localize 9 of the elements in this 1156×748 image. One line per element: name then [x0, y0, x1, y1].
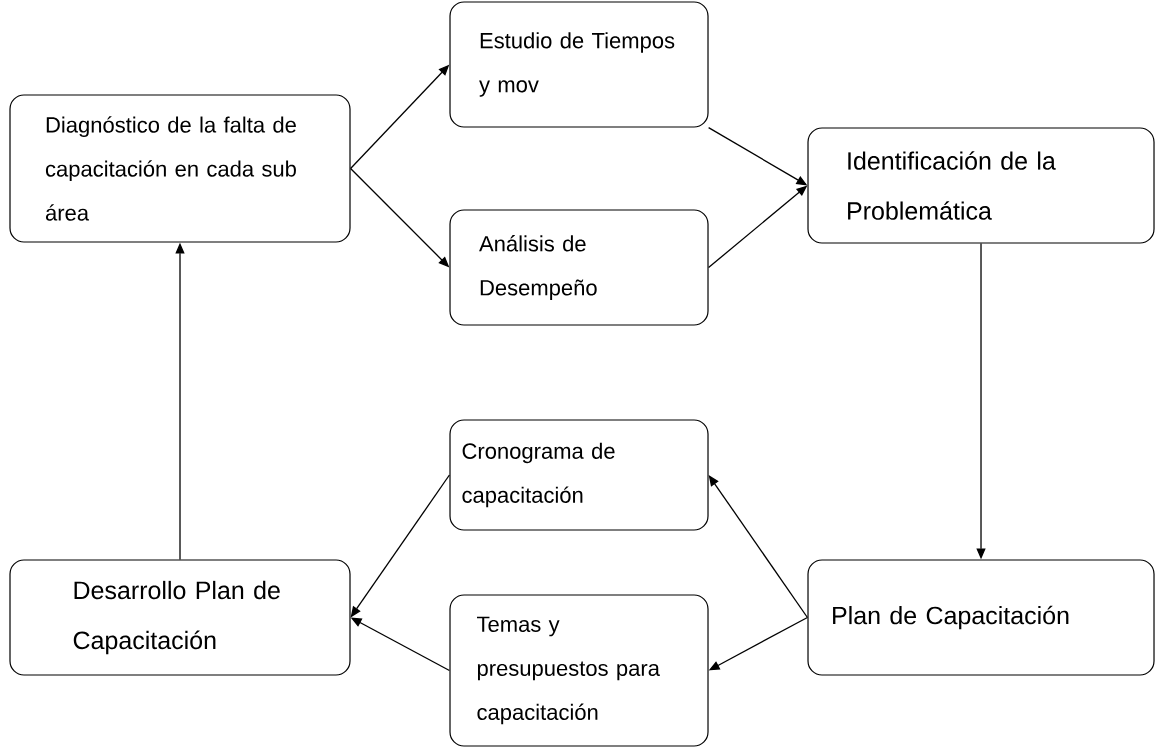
- process-box: Diagnóstico de la falta de capacitación en cada sub área: [9, 94, 351, 243]
- process-box: Desarrollo Plan de Capacitación: [9, 559, 351, 676]
- process-box: Identificación de la Problemática: [807, 127, 1155, 244]
- process-box: Cronograma de capacitación: [449, 419, 709, 531]
- process-box: Análisis de Desempeño: [449, 209, 709, 326]
- process-box: Temas y presupuestos para capacitación: [449, 594, 709, 747]
- process-box: Estudio de Tiempos y mov: [449, 1, 709, 128]
- arrow: [708, 475, 809, 619]
- process-box: Plan de Capacitación: [807, 559, 1155, 676]
